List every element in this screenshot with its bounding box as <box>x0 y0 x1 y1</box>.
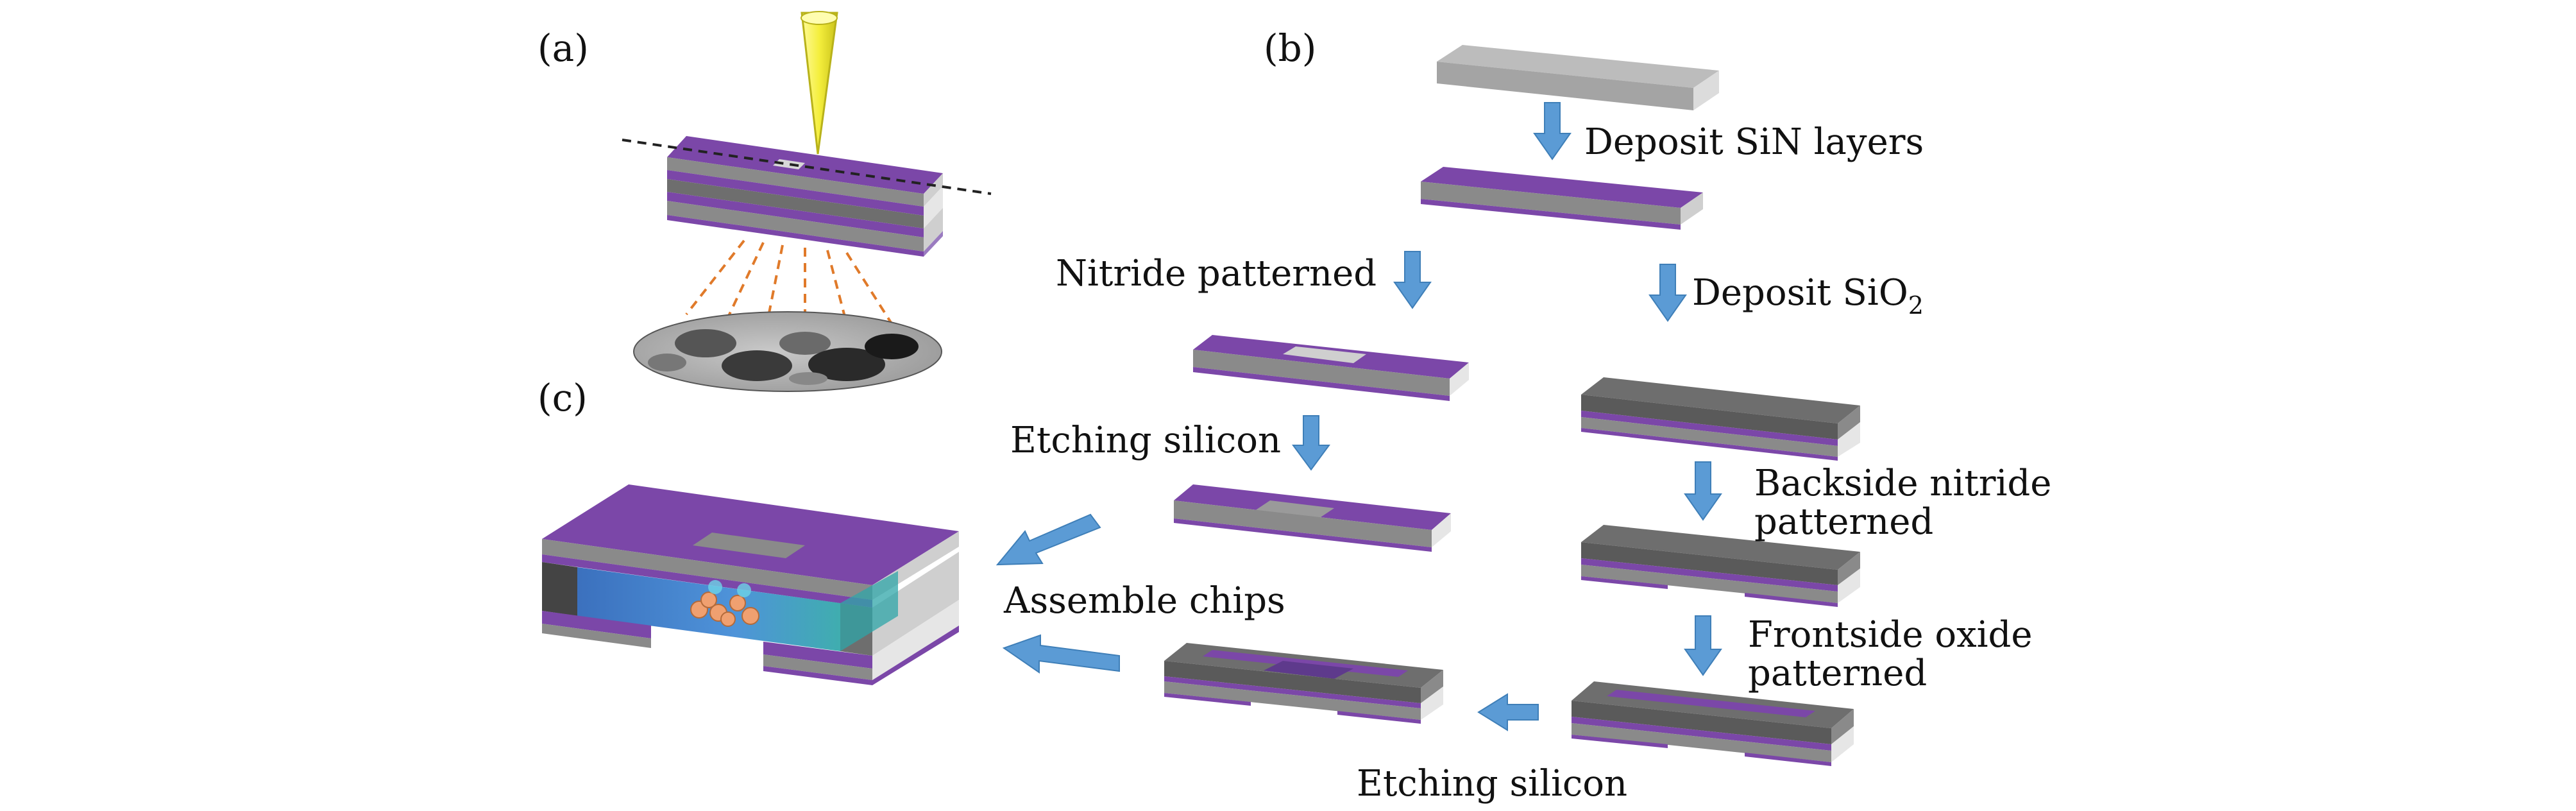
arrow-left-icon <box>1002 634 1120 674</box>
step-nitride-patterned <box>1193 335 1469 401</box>
cut-plane-line <box>622 139 992 195</box>
arrow-down-icon <box>1684 615 1722 676</box>
arrow-down-icon <box>1648 264 1687 322</box>
process-arrows <box>996 102 1722 731</box>
arrow-left-icon <box>996 513 1101 566</box>
step-etched-back <box>1164 643 1443 724</box>
label-backside-line2: patterned <box>1754 501 1933 543</box>
step-silicon-wafer <box>1437 45 1719 110</box>
step-etched-front <box>1174 484 1451 552</box>
arrow-down-icon <box>1292 415 1330 471</box>
label-deposit-sio2: Deposit SiO2 <box>1692 272 1924 320</box>
label-frontside-line2: patterned <box>1748 653 1927 694</box>
electron-beam-probe <box>801 12 838 155</box>
arrow-down-icon <box>1684 461 1722 521</box>
tem-micrograph-icon <box>633 311 942 392</box>
label-etching-silicon-2: Etching silicon <box>1357 763 1627 805</box>
panel-a-illustration <box>622 11 992 392</box>
label-deposit-sin: Deposit SiN layers <box>1584 121 1924 163</box>
arrow-left-icon <box>1477 693 1539 731</box>
arrow-down-icon <box>1393 251 1432 309</box>
liquid-layer <box>577 567 840 651</box>
step-sio2-deposited <box>1581 377 1860 461</box>
cell-chip-stack <box>667 136 943 257</box>
nanoparticles <box>690 592 759 627</box>
label-backside-line1: Backside nitride <box>1754 463 2051 504</box>
arrow-down-icon <box>1533 102 1572 160</box>
label-etching-silicon-1: Etching silicon <box>1010 420 1281 461</box>
panel-label-c: (c) <box>538 376 588 420</box>
label-nitride-patterned: Nitride patterned <box>1056 253 1377 295</box>
step-backside-patterned <box>1581 525 1860 607</box>
step-frontside-patterned <box>1572 681 1854 766</box>
panel-label-a: (a) <box>538 26 589 70</box>
step-sin-deposited <box>1421 167 1703 230</box>
assembled-liquid-cell <box>542 484 959 685</box>
label-frontside-line1: Frontside oxide <box>1748 614 2033 656</box>
label-assemble-chips: Assemble chips <box>1003 580 1285 622</box>
panel-label-b: (b) <box>1264 26 1316 70</box>
